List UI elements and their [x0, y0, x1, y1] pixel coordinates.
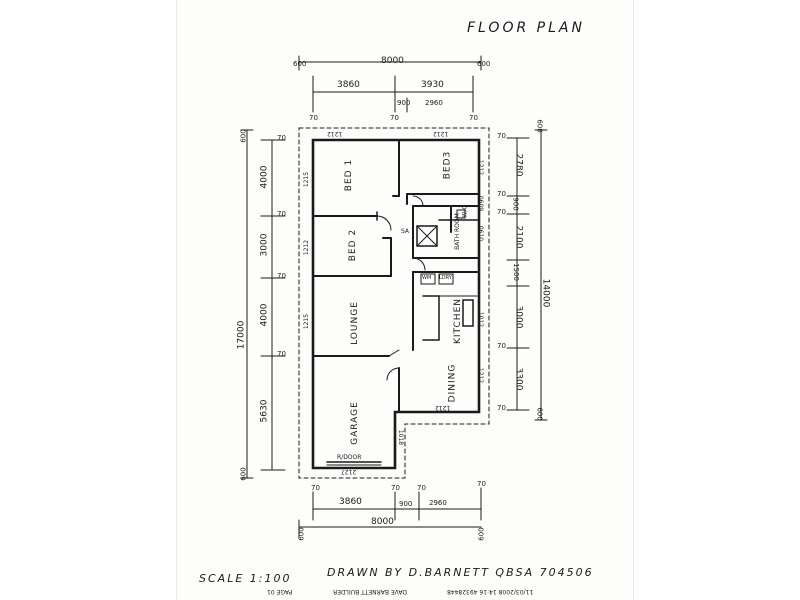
floor-plan-drawing — [240, 55, 548, 539]
top-left-margin: 600 — [293, 60, 307, 68]
opening-wc: 0609 — [477, 195, 485, 212]
right-tick-4: 70 — [497, 342, 506, 350]
right-tick-5: 70 — [497, 404, 506, 412]
left-dim-4: 5630 — [259, 399, 270, 423]
opening-bed1-side: 1215 — [303, 171, 311, 188]
top-total-dim: 8000 — [381, 56, 404, 66]
opening-bed1-top: 1212 — [327, 130, 343, 137]
room-ridoor: R/DOOR — [337, 454, 362, 461]
left-overall-dim: 17000 — [236, 320, 247, 350]
left-top-margin: 600 — [239, 129, 248, 143]
room-bed3: BED3 — [442, 150, 453, 180]
bottom-seg-left: 3860 — [339, 497, 362, 507]
left-tick-4: 70 — [277, 350, 286, 358]
bottom-right-margin: 600 — [477, 527, 486, 541]
eave-outline — [298, 127, 490, 479]
room-sa: SA — [401, 228, 410, 235]
opening-garage-side: 1018 — [397, 429, 405, 446]
opening-kitchen: 1012 — [477, 311, 485, 328]
left-tick-2: 70 — [277, 210, 286, 218]
room-ldry: LDRY — [439, 275, 452, 281]
bottom-offset-a: 900 — [399, 500, 413, 508]
left-tick-3: 70 — [277, 272, 286, 280]
room-lounge: LOUNGE — [349, 301, 360, 345]
top-offset-b: 2960 — [425, 99, 443, 107]
bottom-tick-d: 70 — [477, 480, 486, 488]
top-seg-left: 3860 — [337, 80, 360, 90]
room-wm: WM — [422, 275, 432, 281]
left-dim-1: 4000 — [259, 165, 270, 189]
left-bottom-margin: 600 — [239, 467, 248, 481]
opening-bed3-top: 1212 — [433, 130, 449, 137]
opening-bath: 0610 — [477, 225, 485, 242]
opening-dining-side: 1212 — [477, 367, 485, 384]
room-dining: DINING — [447, 363, 458, 403]
right-dim-2: 2100 — [513, 225, 524, 249]
bottom-total-dim: 8000 — [371, 517, 394, 527]
right-overall-dim: 14000 — [540, 278, 551, 308]
opening-lounge-side: 1215 — [303, 313, 311, 330]
top-tick-b: 70 — [390, 114, 399, 122]
top-offset-a: 900 — [397, 99, 411, 107]
opening-ridoor: 2127 — [341, 468, 357, 475]
room-bed2: BED 2 — [348, 228, 359, 262]
left-dim-2: 3000 — [259, 233, 270, 257]
right-tick-2: 70 — [497, 190, 506, 198]
plan-title: FLOOR PLAN — [467, 20, 585, 36]
right-dim-1: 2780 — [513, 153, 524, 177]
bottom-left-margin: 600 — [297, 527, 306, 541]
bottom-tick-b: 70 — [391, 484, 400, 492]
fax-print-line-1: 11/03/2008 14:16 49328448 — [447, 588, 534, 595]
right-dim-4: 3300 — [513, 367, 524, 391]
drawn-by-note: DRAWN BY D.BARNETT QBSA 704506 — [327, 566, 594, 579]
opening-dining-bottom: 1212 — [435, 404, 451, 411]
top-tick-a: 70 — [309, 114, 318, 122]
bottom-offset-b: 2960 — [429, 499, 447, 507]
right-dim-3: 3000 — [513, 305, 524, 329]
fax-print-line-2: DAVE BARNETT BUILDER — [333, 588, 408, 595]
room-garage: GARAGE — [349, 401, 360, 445]
top-tick-c: 70 — [469, 114, 478, 122]
top-right-margin: 600 — [477, 60, 491, 68]
top-seg-right: 3930 — [421, 80, 444, 90]
room-bed1: BED 1 — [344, 158, 355, 192]
plan-sheet: FLOOR PLAN — [176, 0, 634, 600]
left-tick-1: 70 — [277, 134, 286, 142]
room-wc: W/C — [461, 205, 469, 218]
left-dim-3: 4000 — [259, 303, 270, 327]
room-bath: BATH ROOM — [453, 213, 461, 250]
scale-note: SCALE 1:100 — [199, 572, 292, 585]
bottom-tick-a: 70 — [311, 484, 320, 492]
right-tick-3: 70 — [497, 208, 506, 216]
right-dim-1b: 900 — [511, 197, 520, 211]
opening-bed3-side: 1212 — [477, 159, 485, 176]
room-kitchen: KITCHEN — [453, 298, 463, 344]
right-dim-2b: 1500 — [511, 263, 520, 281]
bottom-tick-c: 70 — [417, 484, 426, 492]
opening-bed2-side: 1212 — [303, 239, 311, 256]
right-top-margin: 600 — [535, 119, 544, 133]
right-bottom-margin: 600 — [535, 407, 544, 421]
fax-print-line-3: PAGE 01 — [267, 588, 293, 595]
right-tick-1: 70 — [497, 132, 506, 140]
